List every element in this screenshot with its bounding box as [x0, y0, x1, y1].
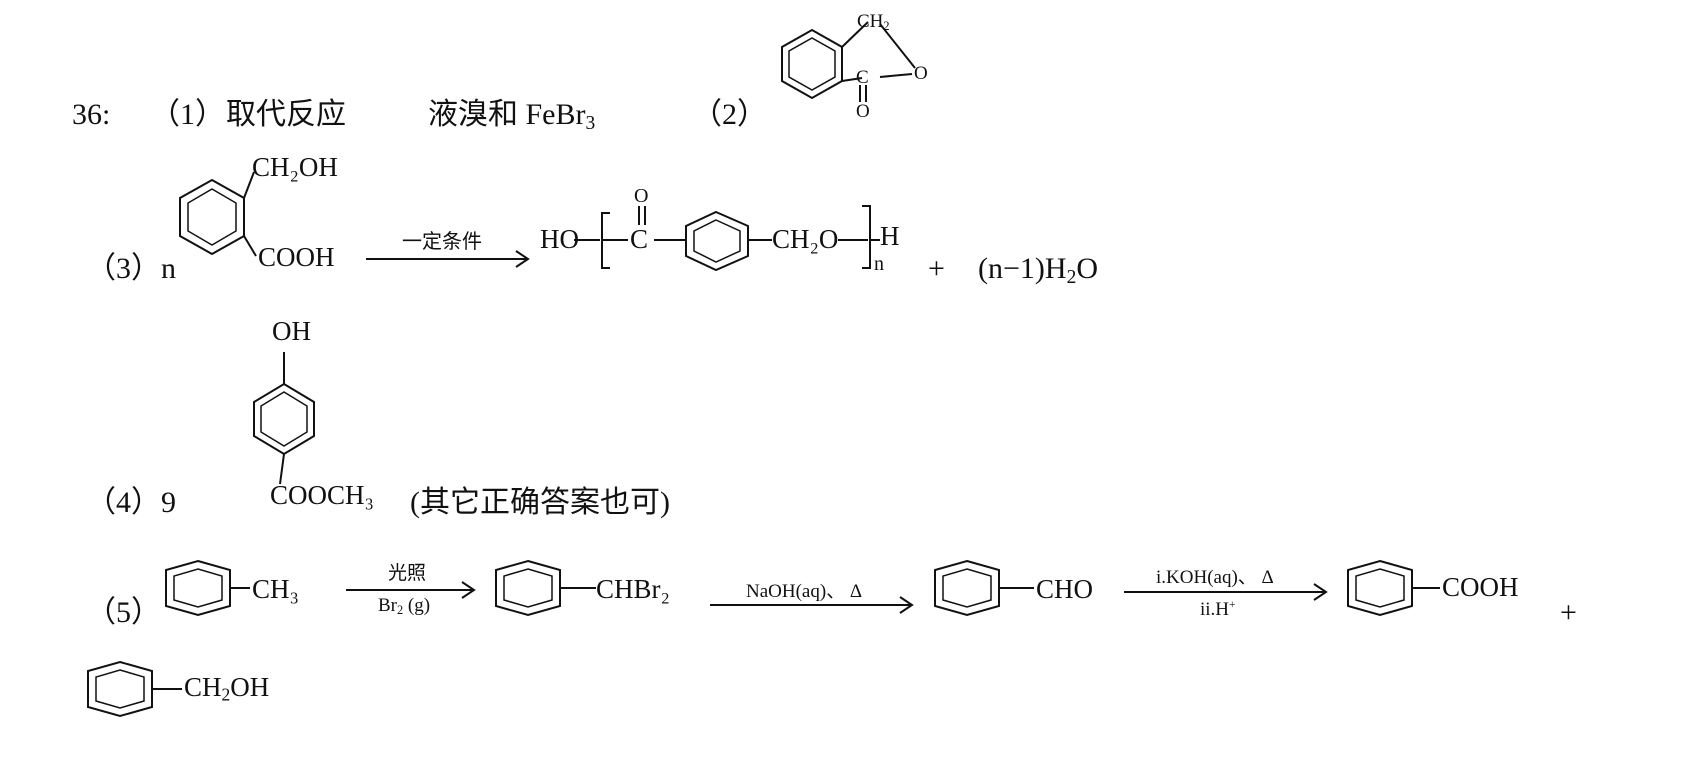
oh-label: OH — [272, 316, 311, 346]
part-1-label: （1） — [150, 98, 225, 131]
ch2oh-label: CH₂OH — [252, 152, 338, 182]
benzal-bromide-structure — [495, 559, 596, 617]
water-subscript: 2 — [1066, 266, 1077, 288]
polymer-carbonyl-o-label: O — [634, 185, 649, 207]
benzaldehyde-structure — [934, 559, 1034, 617]
benzyl-alcohol-label: CH2OH — [184, 672, 270, 705]
polyester-structure — [574, 205, 880, 272]
part-4-label: （4）9 — [86, 486, 176, 519]
cooch3-label: COOCH₃ — [270, 480, 374, 510]
methyl-label: CH₃ — [252, 574, 299, 604]
benzyl-ch-text: CH — [184, 672, 222, 702]
polymer-n-label: n — [874, 253, 884, 275]
benzoic-acid-structure — [1347, 559, 1440, 617]
cooh-product-label: COOH — [1442, 572, 1519, 602]
arrow-3-h-superscript: + — [1229, 599, 1236, 612]
polymer-h-label: H — [880, 221, 900, 251]
carbonyl-oxygen-label: O — [856, 101, 870, 122]
reagent-subscript: 3 — [585, 112, 596, 134]
part-3-label: （3）n — [86, 252, 176, 285]
benzyl-ch2-subscript: 2 — [221, 684, 231, 705]
plus-sign-5: + — [1560, 596, 1577, 629]
cho-label: CHO — [1036, 574, 1094, 604]
ring-oxygen-label: O — [914, 63, 928, 84]
part-2-label: （2） — [692, 98, 767, 131]
arrow-1-br-text: Br — [378, 595, 397, 616]
methyl-hydroxybenzoate-structure — [253, 352, 315, 485]
arrow-1-gas-text: (g) — [403, 595, 431, 616]
hydroxymethylbenzoic-acid-structure — [179, 171, 257, 257]
reaction-type-answer: 取代反应 — [226, 98, 346, 131]
water-suffix: O — [1076, 252, 1098, 285]
polymer-ho-label: HO — [540, 224, 579, 254]
polymer-ch2o-label: CH₂O — [772, 224, 839, 254]
arrow-1-top-label: 光照 — [388, 563, 427, 584]
chbr2-label: CHBr₂ — [596, 574, 670, 604]
arrow-3-top-label: i.KOH(aq)、 Δ — [1156, 567, 1274, 588]
water-product: (n−1)H2O — [978, 252, 1098, 288]
arrow-2-top-label: NaOH(aq)、 Δ — [746, 581, 863, 602]
arrow-3-h-text: ii.H — [1200, 599, 1230, 620]
water-prefix: (n−1)H — [978, 252, 1067, 285]
question-number: 36: — [72, 98, 111, 131]
arrow-3-bottom-label: ii.H+ — [1200, 599, 1236, 620]
ch2-label: CH2 — [857, 11, 890, 34]
cooh-label: COOH — [258, 242, 335, 272]
toluene-structure — [165, 559, 250, 617]
plus-sign-3: + — [928, 252, 945, 285]
reagent-answer: 液溴和 FeBr3 — [428, 98, 595, 134]
reagent-text: 液溴和 FeBr — [428, 98, 586, 131]
ch2-text: CH — [857, 11, 884, 32]
polymer-carbon-label: C — [630, 224, 649, 254]
condition-label: 一定条件 — [402, 231, 482, 253]
carbonyl-carbon-label: C — [856, 67, 869, 88]
phthalide-structure — [781, 21, 916, 102]
benzyl-oh-text: OH — [230, 672, 270, 702]
benzyl-alcohol-structure — [87, 660, 182, 718]
part-5-label: （5） — [86, 596, 161, 629]
alternative-answer-note: (其它正确答案也可) — [410, 486, 670, 519]
arrow-1-br-subscript: 2 — [397, 603, 404, 618]
ch2-subscript: 2 — [883, 19, 890, 34]
arrow-1-bottom-label: Br2 (g) — [378, 595, 431, 618]
